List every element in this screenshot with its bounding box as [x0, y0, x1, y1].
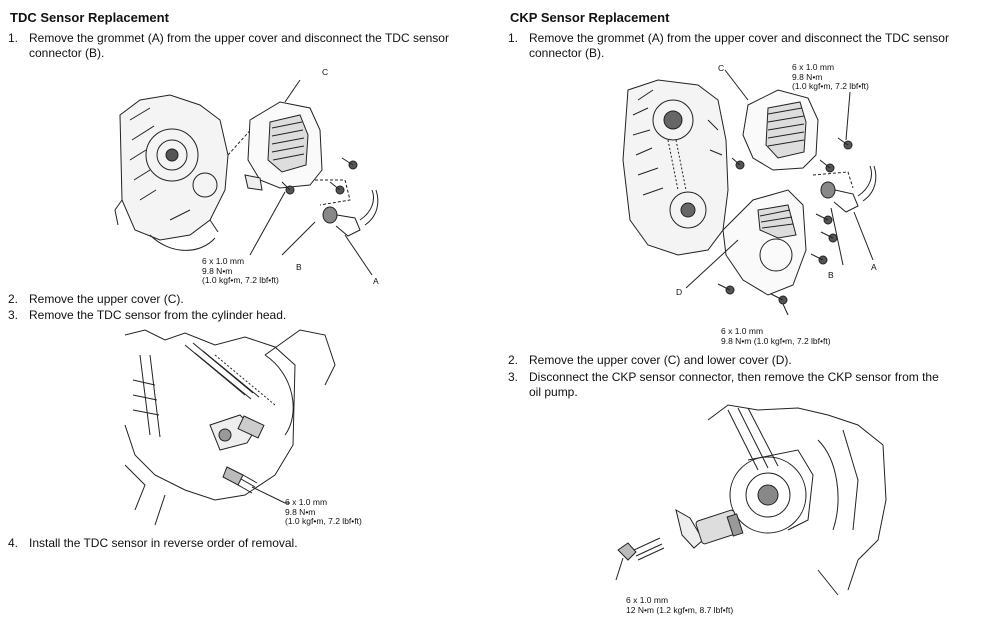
step-text-cont: oil pump. [529, 385, 578, 399]
step-text: Disconnect the CKP sensor connector, the… [529, 370, 939, 384]
callout-label-a: A [871, 262, 877, 272]
step-text: Install the TDC sensor in reverse order … [29, 536, 298, 550]
tdc-title: TDC Sensor Replacement [10, 10, 169, 25]
step-text: Remove the grommet (A) from the upper co… [529, 31, 949, 45]
tdc-upper-cover-illustration [110, 60, 390, 290]
step-number: 2. [8, 292, 19, 306]
ckp-section: CKP Sensor Replacement 1. Remove the gro… [498, 0, 995, 620]
step-text: Remove the TDC sensor from the cylinder … [29, 308, 287, 322]
step-number: 3. [508, 370, 519, 384]
callout-label-c: C [718, 63, 725, 73]
step-text: Remove the grommet (A) from the upper co… [29, 31, 449, 45]
step-number: 4. [8, 536, 19, 550]
callout-label-d: D [676, 287, 683, 297]
step-number: 2. [508, 353, 519, 367]
step-number: 1. [508, 31, 519, 45]
callout-label-a: A [373, 276, 379, 286]
torque-spec: 6 x 1.0 mm 12 N•m (1.2 kgf•m, 8.7 lbf•ft… [626, 595, 734, 615]
ckp-title: CKP Sensor Replacement [510, 10, 670, 25]
step-number: 1. [8, 31, 19, 45]
callout-label-c: C [322, 67, 329, 77]
callout-label-b: B [296, 262, 302, 272]
torque-spec: 6 x 1.0 mm 9.8 N•m (1.0 kgf•m, 7.2 lbf•f… [202, 256, 279, 285]
tdc-section: TDC Sensor Replacement 1. Remove the gro… [0, 0, 495, 620]
ckp-sensor-illustration [598, 400, 898, 600]
step-text-cont: connector (B). [29, 46, 105, 60]
tdc-sensor-illustration [125, 325, 385, 530]
torque-spec: 6 x 1.0 mm 9.8 N•m (1.0 kgf•m, 7.2 lbf•f… [792, 62, 869, 91]
step-text-cont: connector (B). [529, 46, 605, 60]
step-number: 3. [8, 308, 19, 322]
torque-spec: 6 x 1.0 mm 9.8 N•m (1.0 kgf•m, 7.2 lbf•f… [285, 497, 362, 526]
callout-label-b: B [828, 270, 834, 280]
ckp-covers-illustration [618, 60, 978, 330]
step-text: Remove the upper cover (C) and lower cov… [529, 353, 792, 367]
step-text: Remove the upper cover (C). [29, 292, 184, 306]
torque-spec: 6 x 1.0 mm 9.8 N•m (1.0 kgf•m, 7.2 lbf•f… [721, 326, 831, 346]
